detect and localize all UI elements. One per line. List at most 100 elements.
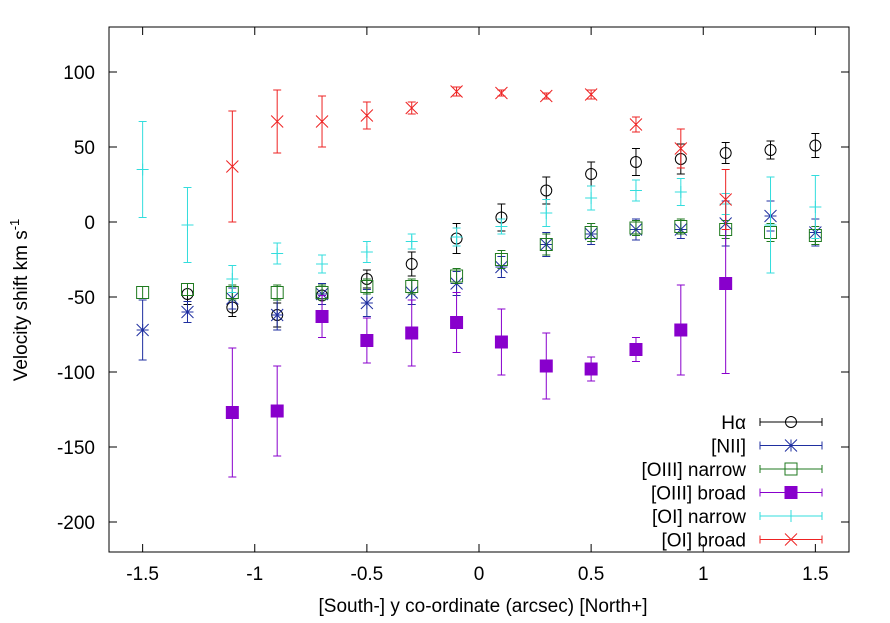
data-point bbox=[136, 323, 149, 337]
y-axis-title-unit-exponent: -1 bbox=[7, 219, 22, 231]
error-bar bbox=[407, 251, 416, 277]
data-point bbox=[540, 207, 553, 219]
legend-marker-3 bbox=[784, 486, 798, 499]
data-point bbox=[360, 280, 374, 293]
legend-marker-0 bbox=[785, 416, 797, 428]
x-tick-label: 1 bbox=[698, 564, 709, 585]
y-tick-label: 50 bbox=[74, 138, 95, 159]
data-point bbox=[450, 316, 464, 329]
error-bar bbox=[542, 233, 551, 256]
data-point bbox=[180, 283, 194, 296]
y-tick-label: -200 bbox=[57, 513, 95, 534]
legend-marker-2 bbox=[784, 462, 798, 476]
data-point bbox=[540, 184, 553, 197]
data-point bbox=[315, 310, 329, 323]
data-point bbox=[360, 246, 373, 258]
data-point bbox=[585, 192, 598, 204]
data-point bbox=[674, 186, 687, 198]
y-tick-label: -50 bbox=[68, 288, 95, 309]
data-point bbox=[360, 109, 374, 122]
legend-marker-5 bbox=[784, 533, 798, 546]
data-point bbox=[405, 101, 419, 115]
data-point bbox=[405, 258, 418, 270]
data-point bbox=[181, 219, 194, 231]
x-tick-label: 1.5 bbox=[802, 564, 828, 585]
data-point bbox=[494, 253, 508, 266]
data-point bbox=[225, 406, 239, 419]
data-point bbox=[584, 362, 598, 376]
data-point bbox=[539, 359, 553, 373]
data-point bbox=[270, 286, 284, 299]
data-point bbox=[674, 220, 688, 233]
legend-label-2: [OIII] narrow bbox=[641, 460, 746, 481]
series-2 bbox=[136, 218, 822, 301]
error-bar bbox=[452, 268, 461, 284]
data-point bbox=[764, 144, 777, 156]
data-point bbox=[271, 247, 284, 260]
data-point bbox=[629, 221, 643, 235]
data-point bbox=[539, 89, 553, 103]
data-point bbox=[225, 160, 239, 173]
data-point bbox=[270, 115, 284, 128]
series-5 bbox=[225, 85, 733, 230]
error-bar bbox=[273, 284, 282, 301]
error-bar bbox=[587, 161, 596, 187]
error-bar bbox=[721, 142, 730, 164]
error-bar bbox=[676, 218, 685, 235]
x-tick-label: -1 bbox=[246, 564, 263, 585]
data-point bbox=[360, 296, 374, 310]
data-point bbox=[226, 273, 239, 285]
y-tick-label: -150 bbox=[57, 438, 95, 459]
y-tick-label: -100 bbox=[57, 363, 95, 384]
x-axis-title: [South-] y co-ordinate (arcsec) [North+] bbox=[319, 596, 648, 617]
data-point bbox=[809, 139, 822, 152]
data-point bbox=[316, 258, 329, 270]
data-point bbox=[136, 163, 149, 176]
data-point bbox=[405, 280, 419, 293]
error-bar bbox=[811, 133, 820, 158]
legend-line-0 bbox=[759, 418, 823, 426]
legend-label-0: Hα bbox=[721, 413, 746, 434]
data-point bbox=[494, 335, 508, 349]
data-point bbox=[270, 404, 284, 418]
data-point bbox=[181, 305, 194, 319]
data-point bbox=[674, 142, 688, 155]
data-point bbox=[764, 219, 777, 231]
error-bar bbox=[631, 220, 640, 236]
data-point bbox=[719, 193, 733, 206]
legend-marker-1 bbox=[784, 439, 798, 452]
data-point bbox=[584, 88, 598, 101]
data-point bbox=[270, 308, 284, 322]
legend-label-4: [OI] narrow bbox=[652, 507, 746, 528]
data-point bbox=[719, 277, 733, 290]
legend: Hα[NII][OIII] narrow[OIII] broad[OI] nar… bbox=[641, 413, 823, 552]
data-point bbox=[539, 238, 553, 251]
data-marks bbox=[136, 85, 822, 478]
data-point bbox=[809, 201, 822, 213]
data-point bbox=[629, 156, 642, 168]
data-point bbox=[629, 184, 642, 197]
legend-line-2 bbox=[759, 465, 823, 473]
data-point bbox=[584, 226, 598, 239]
y-axis-title: Velocity shift km s-1 bbox=[7, 219, 32, 382]
series-1 bbox=[136, 200, 822, 361]
legend-label-5: [OI] broad bbox=[662, 531, 747, 552]
data-point bbox=[405, 235, 418, 248]
error-bar bbox=[138, 286, 147, 299]
data-point bbox=[136, 286, 150, 299]
data-point bbox=[495, 86, 508, 100]
error-bar bbox=[631, 148, 640, 176]
legend-label-3: [OIII] broad bbox=[651, 484, 746, 505]
data-point bbox=[585, 168, 598, 180]
x-tick-label: 0 bbox=[474, 564, 485, 585]
series-4 bbox=[136, 121, 822, 293]
x-tick-label: -0.5 bbox=[351, 564, 384, 585]
data-point bbox=[405, 326, 419, 340]
data-point bbox=[629, 118, 643, 131]
data-point bbox=[495, 220, 508, 233]
data-point bbox=[674, 323, 688, 337]
error-bar bbox=[407, 278, 416, 295]
y-tick-label: 100 bbox=[63, 63, 95, 84]
data-point bbox=[450, 269, 464, 283]
